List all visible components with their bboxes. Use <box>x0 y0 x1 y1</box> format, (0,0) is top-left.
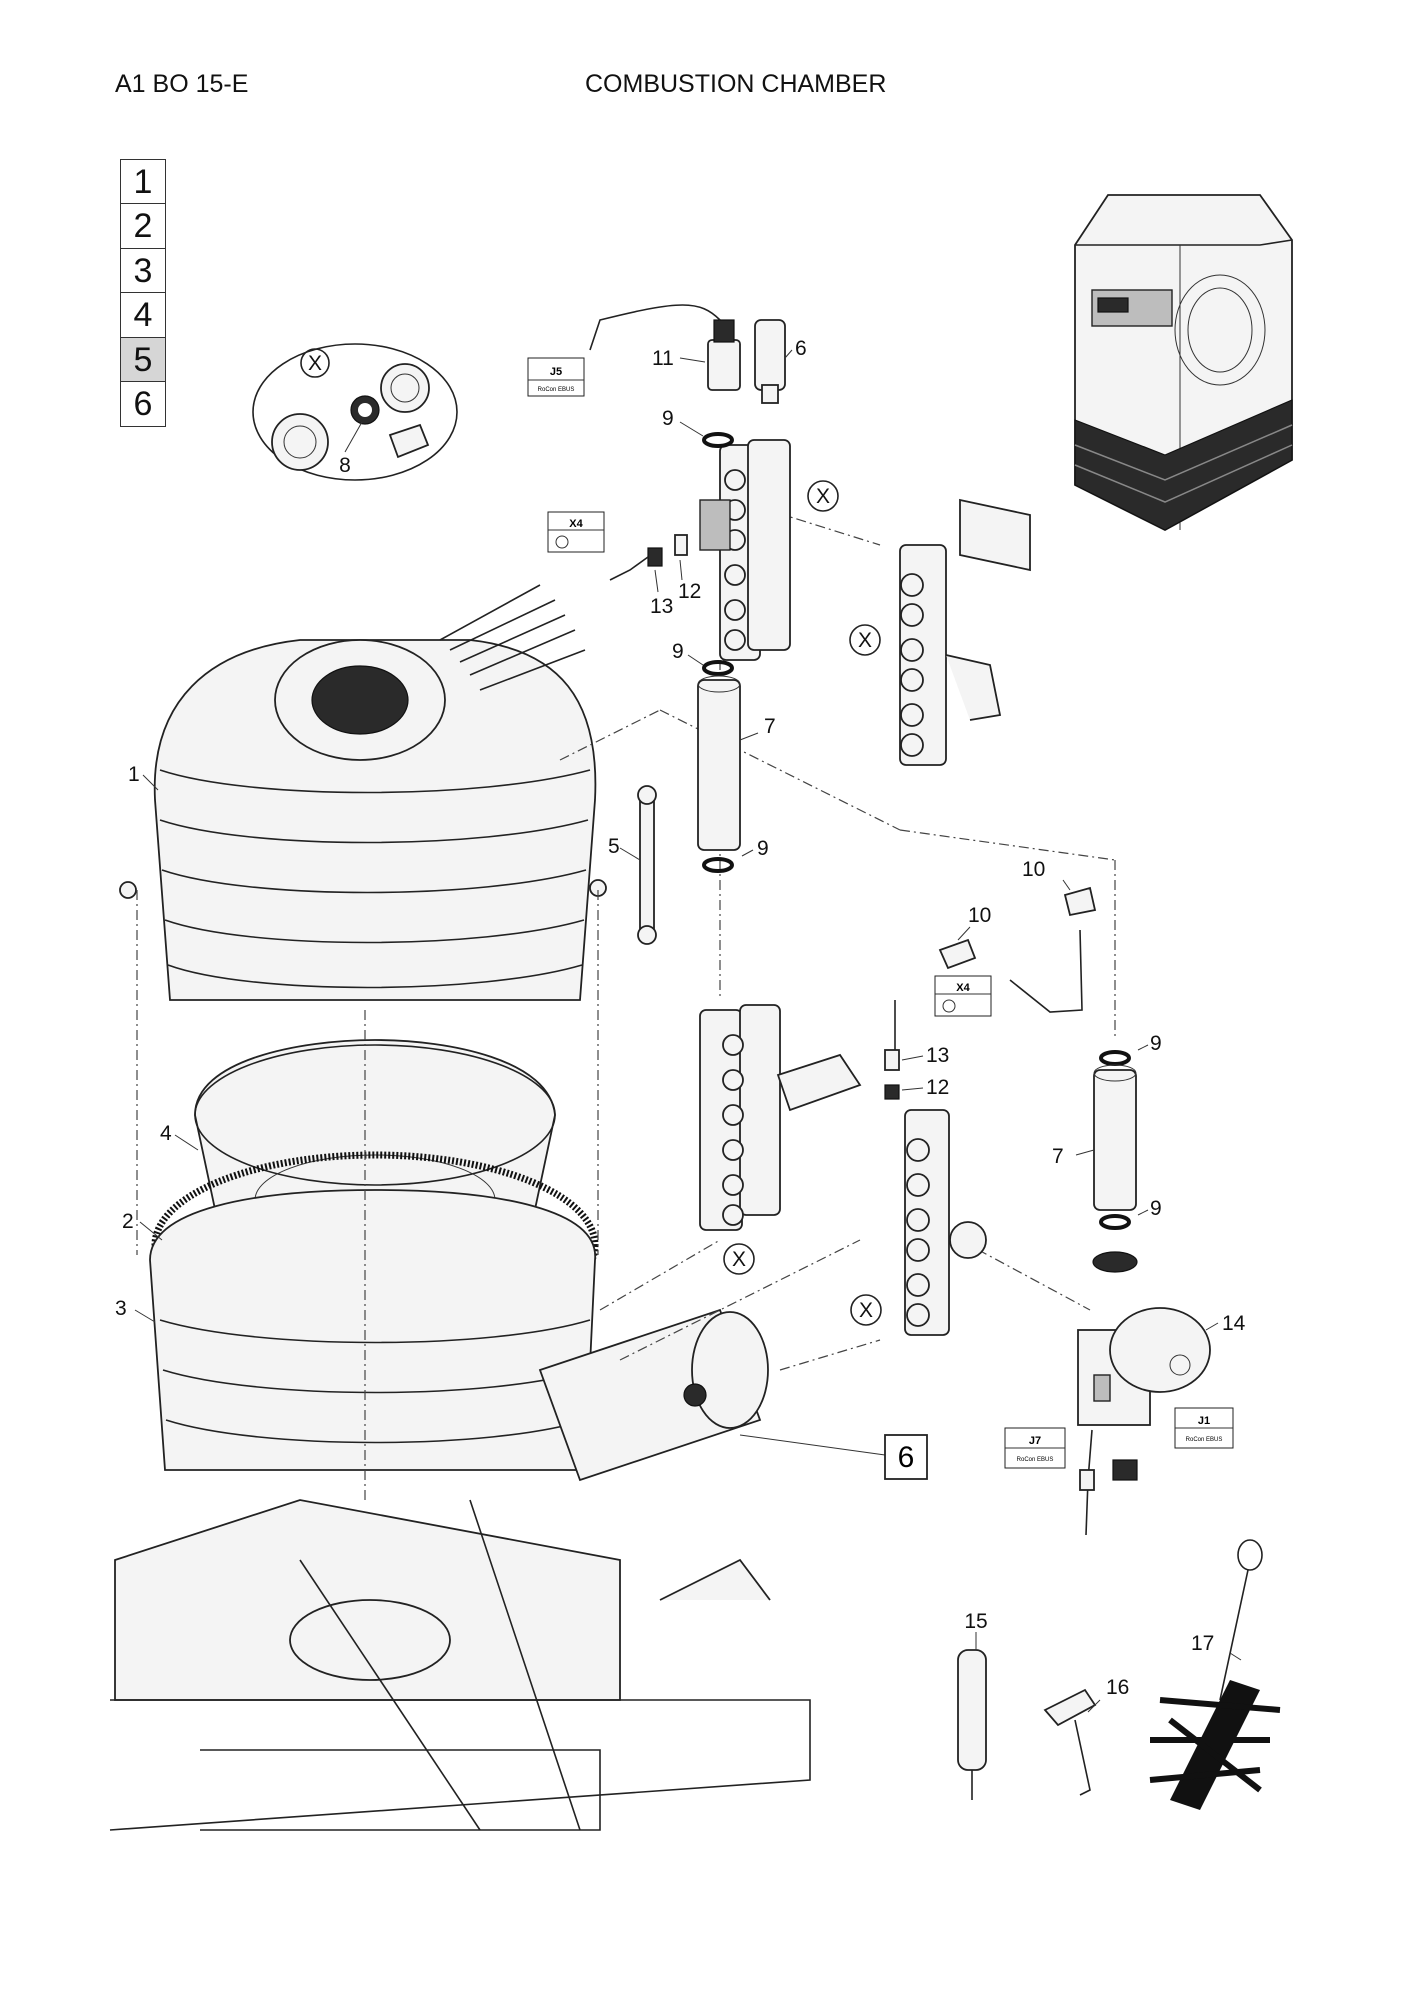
svg-text:RoCon EBUS: RoCon EBUS <box>538 387 575 393</box>
heat-exchanger-part-3 <box>149 1189 596 1471</box>
sensor-pair-upper-12-13 <box>609 534 688 581</box>
seal-rings <box>702 432 1131 1230</box>
callout-x-upper-manifold: X <box>816 485 830 508</box>
lower-left-manifold <box>699 1004 862 1231</box>
air-vent-part-6 <box>754 319 786 404</box>
page-tab-5[interactable]: 5 <box>120 336 166 383</box>
callout-9-c: 9 <box>757 837 769 860</box>
callout-12-lower: 12 <box>926 1076 949 1099</box>
appliance-cabinet-illustration <box>1074 194 1293 532</box>
svg-text:RoCon EBUS: RoCon EBUS <box>1186 1437 1223 1443</box>
callout-13-upper: 13 <box>650 595 673 618</box>
callout-x-right-manifold: X <box>858 629 872 652</box>
flue-gas-pipe-assembly-6 <box>538 1308 769 1482</box>
key-part-16 <box>1043 1688 1097 1796</box>
svg-text:X4: X4 <box>569 518 583 530</box>
callout-9-d: 9 <box>1150 1032 1162 1055</box>
callout-1: 1 <box>128 763 140 786</box>
svg-text:6: 6 <box>898 1441 915 1474</box>
callout-14: 14 <box>1222 1312 1246 1335</box>
sensor-pair-lower-12-13 <box>884 1000 900 1100</box>
callouts: 1 2 3 4 5 6 7 7 9 9 9 9 9 10 10 11 12 12 <box>115 337 1246 1713</box>
callout-4: 4 <box>160 1122 172 1145</box>
callout-13-lower: 13 <box>926 1044 949 1067</box>
page-title: COMBUSTION CHAMBER <box>585 70 887 98</box>
spacer-tube-part-7-lower <box>1093 1064 1137 1211</box>
page-tab-2[interactable]: 2 <box>120 203 166 249</box>
lower-right-manifold <box>904 1109 987 1336</box>
callout-9-b: 9 <box>672 640 684 663</box>
elbow-fittings-part-10 <box>938 886 1097 1013</box>
callout-3: 3 <box>115 1297 127 1320</box>
callout-9-e: 9 <box>1150 1197 1162 1220</box>
burner-hood-part-1 <box>119 584 607 1001</box>
detail-x-inset: X 8 <box>252 343 458 481</box>
page-tab-6[interactable]: 6 <box>120 381 166 427</box>
circulation-pump-part-14 <box>1077 1251 1211 1536</box>
callout-10-upper: 10 <box>1022 858 1045 881</box>
assembly-reference-6: 6 <box>739 1434 928 1480</box>
callout-7-lower: 7 <box>1052 1145 1064 1168</box>
callout-12-upper: 12 <box>678 580 701 603</box>
callout-x-lower-left-manifold: X <box>732 1248 746 1271</box>
base-frame <box>109 1499 811 1831</box>
callout-9-a: 9 <box>662 407 674 430</box>
model-code: A1 BO 15-E <box>115 70 249 98</box>
callout-5: 5 <box>608 835 620 858</box>
tool-part-15 <box>957 1649 987 1800</box>
svg-text:X4: X4 <box>956 982 970 994</box>
callout-6-air-vent: 6 <box>795 337 807 360</box>
spacer-tube-part-7-upper <box>697 675 741 851</box>
callout-16: 16 <box>1106 1676 1129 1699</box>
svg-text:J7: J7 <box>1029 1435 1041 1447</box>
callout-x-lower-right-manifold: X <box>859 1299 873 1322</box>
page-selector: 1 2 3 4 5 6 <box>120 158 166 427</box>
detail-x-label: X <box>308 352 322 375</box>
callout-2: 2 <box>122 1210 134 1233</box>
right-upper-manifold <box>899 498 1031 766</box>
svg-text:RoCon EBUS: RoCon EBUS <box>1017 1457 1054 1463</box>
connector-j1: J1 RoCon EBUS <box>1174 1407 1234 1449</box>
callout-15: 15 <box>964 1610 987 1633</box>
callout-7-upper: 7 <box>764 715 776 738</box>
temperature-sensor-part-11 <box>589 304 741 391</box>
connector-j5: J5 RoCon EBUS <box>527 357 585 397</box>
callout-10-lower: 10 <box>968 904 991 927</box>
upper-distribution-manifold <box>699 439 791 661</box>
page-tab-4[interactable]: 4 <box>120 292 166 338</box>
callout-11: 11 <box>652 347 674 370</box>
svg-text:J1: J1 <box>1198 1415 1210 1427</box>
connector-x4-upper: X4 <box>547 511 605 553</box>
sight-tube-part-5 <box>637 785 657 945</box>
callout-17: 17 <box>1191 1632 1214 1655</box>
svg-text:J5: J5 <box>550 366 562 378</box>
connector-x4-lower: X4 <box>934 975 992 1017</box>
cleaning-brush-part-17 <box>1149 1539 1281 1810</box>
callout-8: 8 <box>339 454 351 477</box>
connector-j7: J7 RoCon EBUS <box>1004 1427 1066 1469</box>
